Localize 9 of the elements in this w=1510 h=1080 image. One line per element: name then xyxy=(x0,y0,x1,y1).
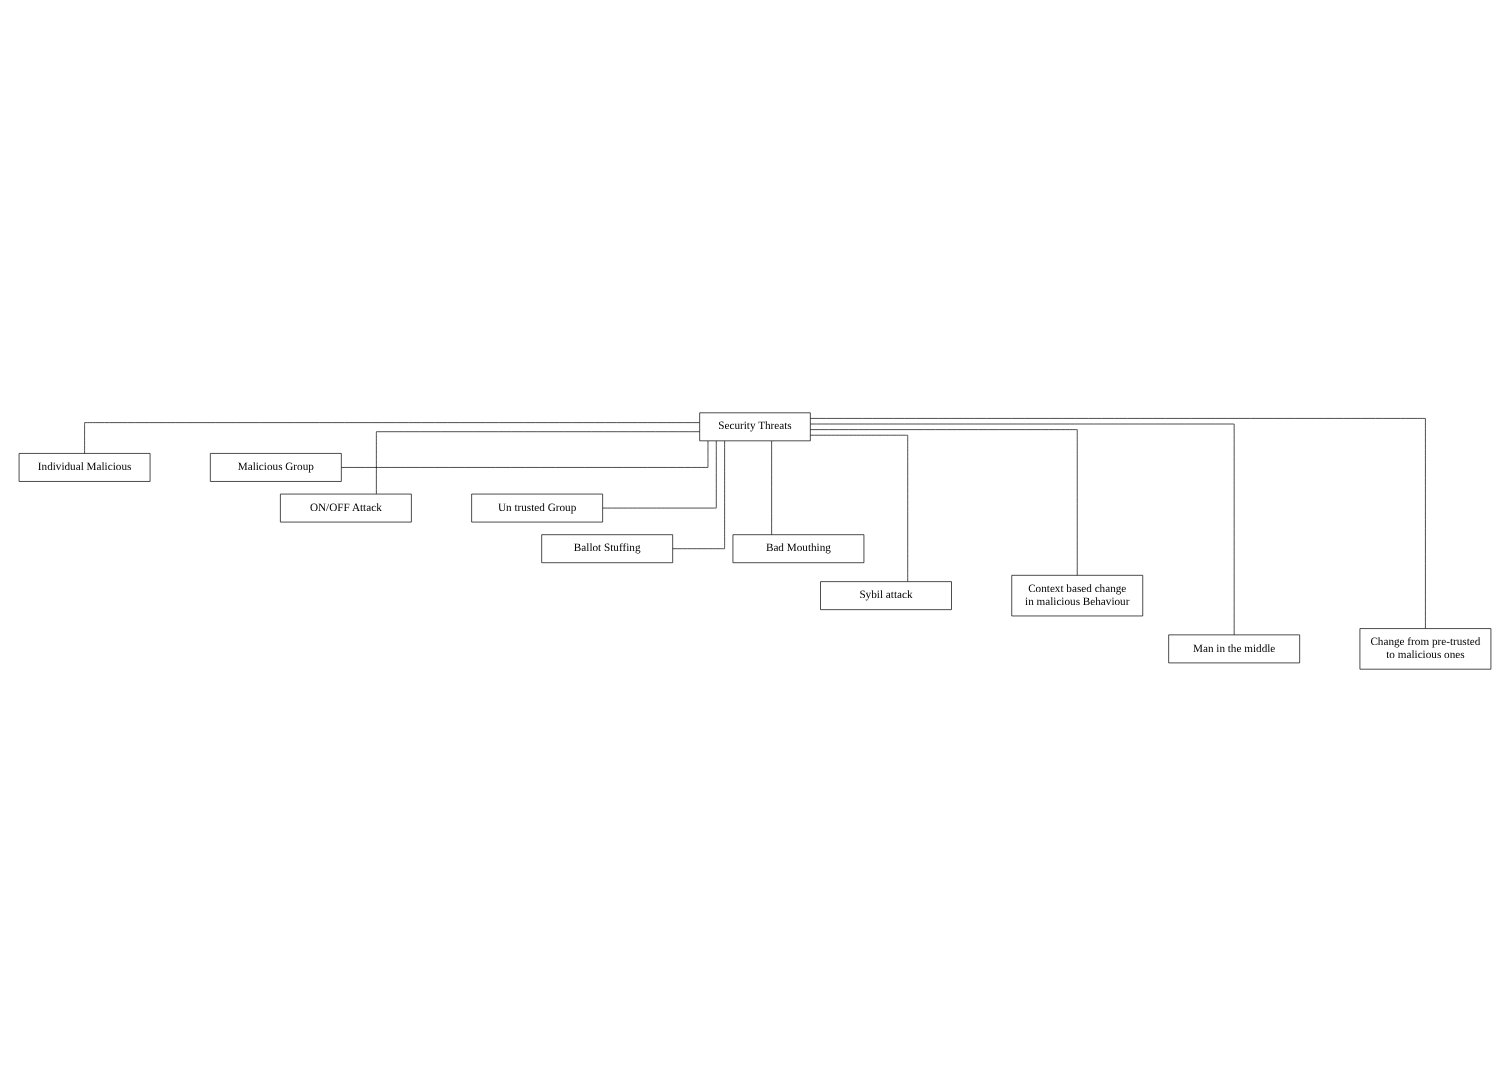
connector xyxy=(810,433,909,581)
connector xyxy=(810,422,1235,635)
connector xyxy=(810,428,1078,575)
connector xyxy=(376,430,700,494)
connector xyxy=(810,417,1426,628)
connector xyxy=(84,421,700,453)
connector xyxy=(341,439,709,467)
connector xyxy=(771,439,772,534)
connector xyxy=(672,439,725,549)
